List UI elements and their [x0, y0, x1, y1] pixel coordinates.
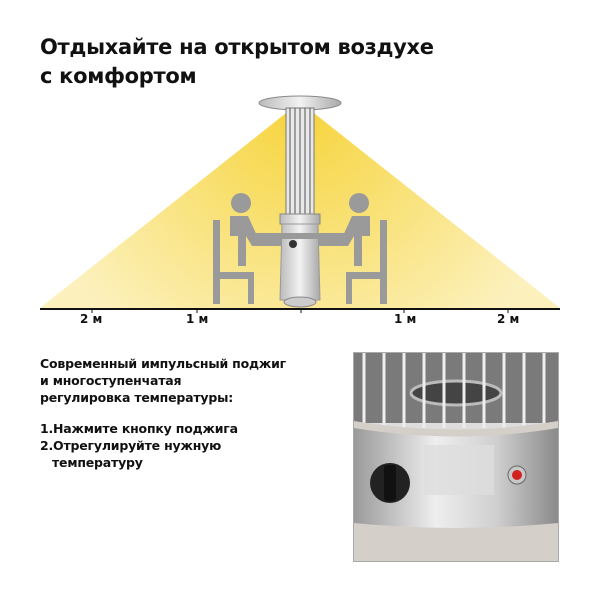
page-title: Отдыхайте на открытом воздухе с комфорто…	[40, 33, 434, 91]
seated-people-icon	[213, 193, 387, 304]
ignition-control-photo	[353, 352, 559, 562]
description-line: Современный импульсный поджиг	[40, 356, 287, 371]
feature-description: Современный импульсный поджиг и многосту…	[40, 355, 286, 406]
distance-label-left-1m: 1 м	[186, 312, 209, 326]
step-2: 2.Отрегулируйте нужную	[40, 438, 222, 453]
distance-label-left-2m: 2 м	[80, 312, 103, 326]
description-line: и многоступенчатая	[40, 373, 182, 388]
distance-label-right-1m: 1 м	[394, 312, 417, 326]
heating-area-illustration	[40, 95, 560, 313]
title-line-1: Отдыхайте на открытом воздухе	[40, 35, 434, 59]
step-2-continued: температуру	[52, 455, 143, 470]
distance-axis	[40, 308, 560, 313]
instruction-steps: 1.Нажмите кнопку поджига 2.Отрегулируйте…	[40, 420, 238, 471]
step-1: 1.Нажмите кнопку поджига	[40, 421, 238, 436]
patio-heater-icon	[258, 95, 342, 308]
description-line: регулировка температуры:	[40, 390, 234, 405]
title-line-2: с комфортом	[40, 64, 197, 88]
distance-label-right-2m: 2 м	[497, 312, 520, 326]
